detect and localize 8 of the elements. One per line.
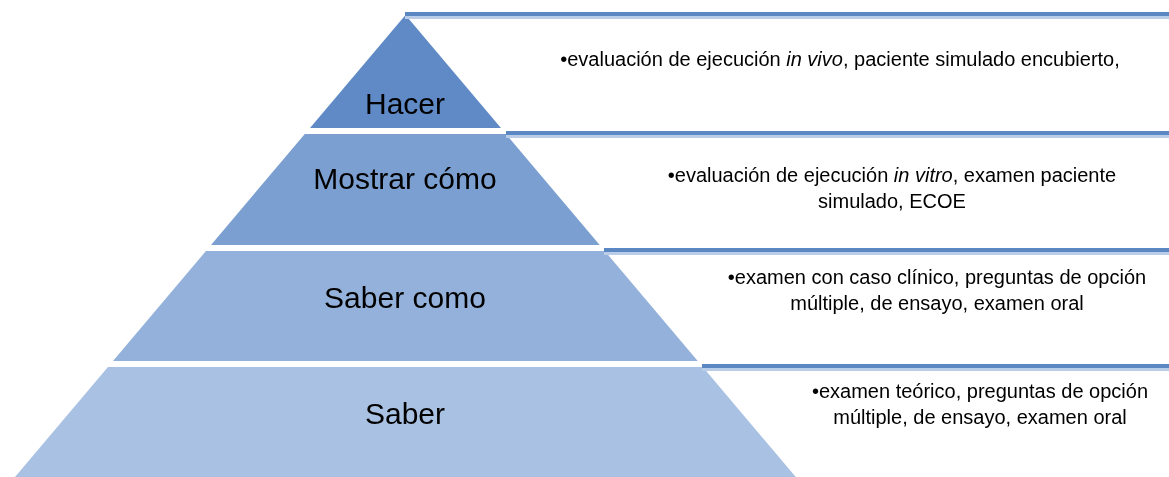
tier-label: Saber como	[324, 281, 486, 314]
description-text: •evaluación de ejecución in vitro, examen paciente simulado, ECOE	[666, 163, 1118, 215]
description-text: •evaluación de ejecución in vivo, paciente simulado encubierto,	[559, 47, 1121, 72]
tier-label: Saber	[364, 397, 445, 430]
description-text: •examen con caso clínico, preguntas de opción múltiple, de ensayo, examen oral	[726, 265, 1148, 317]
tier-label: Mostrar cómo	[313, 162, 497, 195]
tier-label: Hacer	[364, 87, 445, 120]
description-text: •examen teórico, preguntas de opción múltiple, de ensayo, examen oral	[810, 379, 1150, 431]
